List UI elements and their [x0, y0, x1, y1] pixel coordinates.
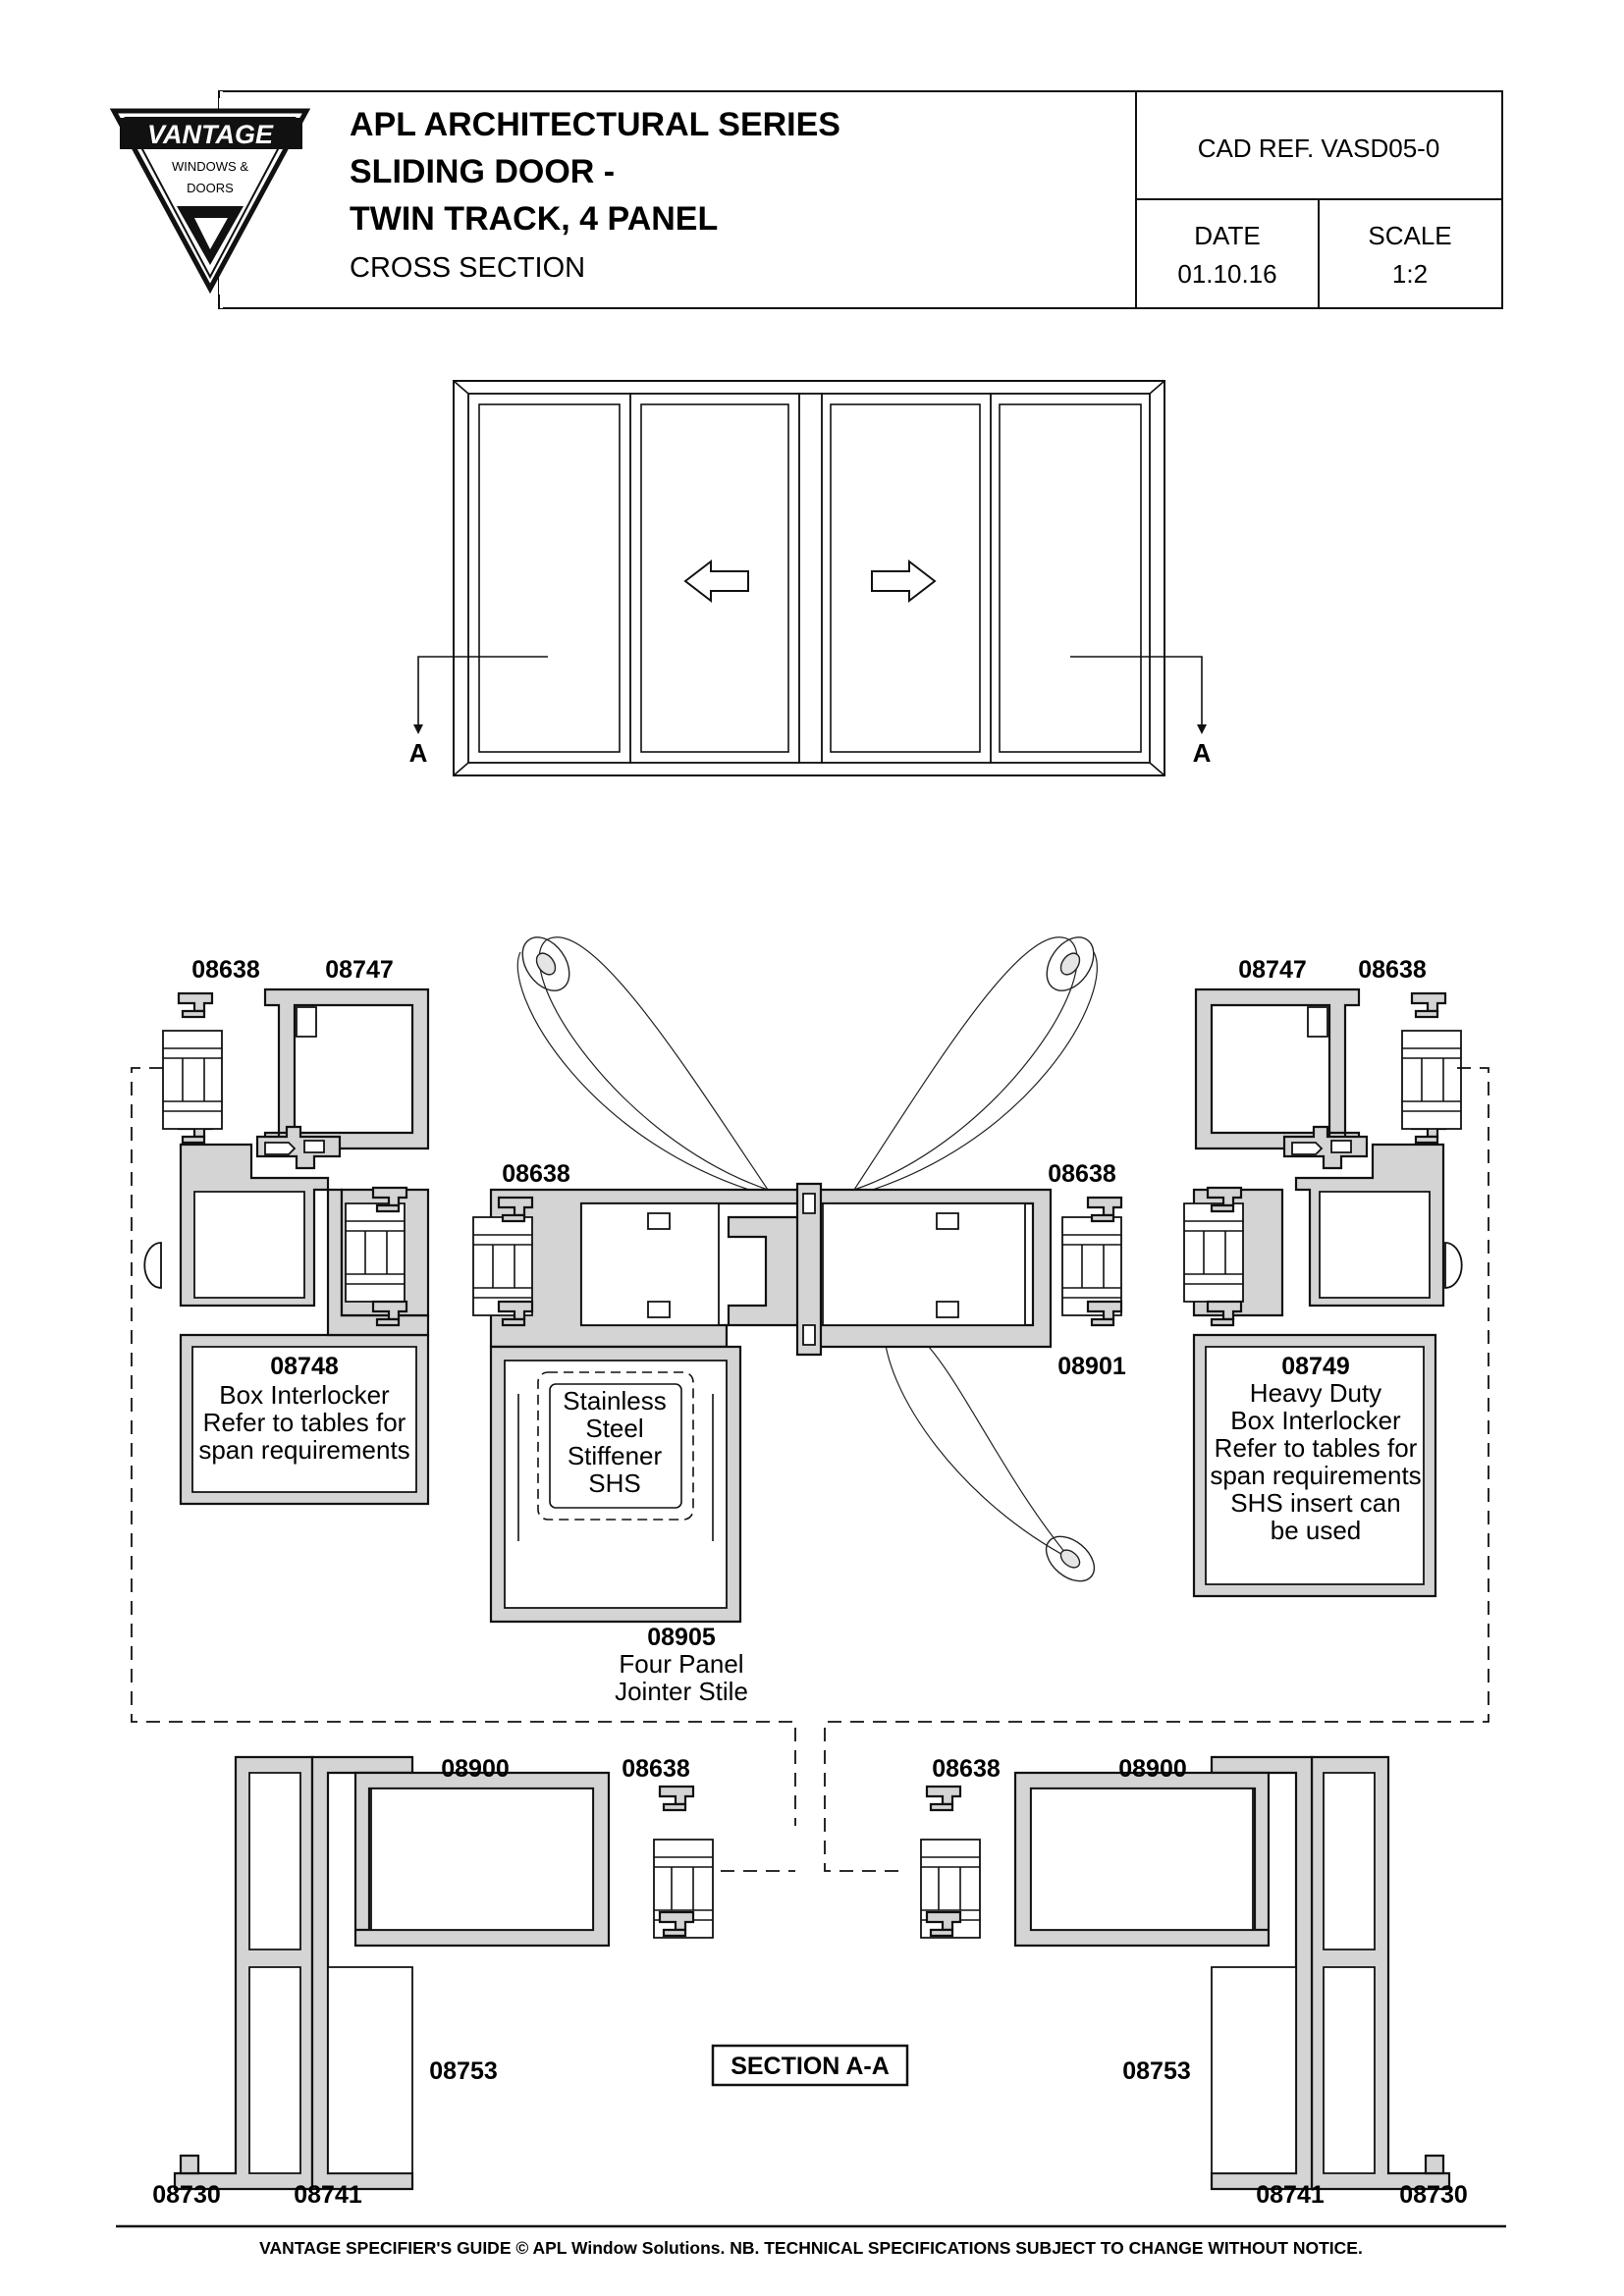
- right-interlocker-assembly: [824, 988, 1489, 1872]
- logo-brand: VANTAGE: [147, 120, 274, 149]
- label-08638-cl: 08638: [502, 1160, 570, 1188]
- note-08748-line-2: Refer to tables for: [203, 1408, 406, 1437]
- scale-value: 1:2: [1392, 259, 1428, 289]
- date-value: 01.10.16: [1177, 259, 1276, 289]
- label-08900-r: 08900: [1118, 1755, 1187, 1783]
- label-08900-l: 08900: [441, 1755, 510, 1783]
- label-08905: 08905: [647, 1624, 716, 1651]
- title-subtitle: CROSS SECTION: [350, 252, 585, 284]
- label-08753-l: 08753: [429, 2057, 498, 2085]
- note-08905: Four Panel Jointer Stile: [615, 1649, 748, 1706]
- label-08748: 08748: [270, 1353, 339, 1380]
- note-08749-line-4: span requirements: [1210, 1461, 1421, 1490]
- label-08901: 08901: [1057, 1353, 1126, 1380]
- logo-sub2: DOORS: [187, 181, 234, 195]
- bottom-right-frame: [920, 1755, 1451, 2191]
- section-marker-left: A: [409, 738, 428, 768]
- section-label: SECTION A-A: [711, 2044, 909, 2087]
- central-jointer-assembly: [472, 1182, 1123, 1624]
- label-08638-cr: 08638: [1048, 1160, 1116, 1188]
- note-stiffener-line-2: Steel: [585, 1414, 643, 1443]
- left-interlocker-assembly: [131, 988, 796, 1826]
- note-08905-line-2: Jointer Stile: [615, 1677, 748, 1706]
- bottom-left-frame: [173, 1755, 795, 2191]
- label-08753-r: 08753: [1122, 2057, 1191, 2085]
- title-line-3: TWIN TRACK, 4 PANEL: [350, 200, 718, 238]
- label-08638-bl: 08638: [622, 1755, 690, 1783]
- scale-label: SCALE: [1368, 221, 1451, 250]
- note-08749-line-5: SHS insert can: [1230, 1488, 1400, 1518]
- note-08749-line-1: Heavy Duty: [1250, 1378, 1381, 1408]
- arrow-left-outline-icon: [683, 559, 749, 604]
- note-stiffener-line-3: Stiffener: [568, 1441, 663, 1470]
- door-elevation: A A: [409, 380, 1212, 776]
- label-08638-tl: 08638: [191, 956, 260, 984]
- date-label: DATE: [1194, 221, 1260, 250]
- note-08748: Box Interlocker Refer to tables for span…: [198, 1380, 409, 1465]
- arrow-right-outline-icon: [871, 559, 937, 604]
- label-08747-tl: 08747: [325, 956, 394, 984]
- note-08748-line-1: Box Interlocker: [219, 1380, 390, 1410]
- logo-sub1: WINDOWS &: [172, 159, 248, 174]
- note-08749-line-3: Refer to tables for: [1215, 1433, 1418, 1463]
- footer-text: VANTAGE SPECIFIER'S GUIDE © APL Window S…: [259, 2238, 1363, 2258]
- title-line-1: APL ARCHITECTURAL SERIES: [350, 106, 840, 143]
- section-marker-right: A: [1193, 738, 1212, 768]
- note-08749: Heavy Duty Box Interlocker Refer to tabl…: [1210, 1378, 1421, 1545]
- label-08747-tr: 08747: [1238, 956, 1307, 984]
- label-08741-l: 08741: [294, 2181, 362, 2209]
- note-stiffener-line-1: Stainless: [563, 1386, 667, 1415]
- title-block: VANTAGE WINDOWS & DOORS APL ARCHITECTURA…: [109, 90, 1503, 309]
- note-08748-line-3: span requirements: [198, 1435, 409, 1465]
- vantage-logo: VANTAGE WINDOWS & DOORS: [109, 108, 311, 294]
- part-labels: 08638 08747 08747 08638 08638 08638 0890…: [152, 956, 1468, 2209]
- label-08730-l: 08730: [152, 2181, 221, 2209]
- label-08741-r: 08741: [1256, 2181, 1325, 2209]
- label-08638-br: 08638: [932, 1755, 1001, 1783]
- cad-ref: CAD REF. VASD05-0: [1198, 133, 1440, 163]
- note-08749-line-6: be used: [1271, 1516, 1362, 1545]
- label-08638-tr: 08638: [1358, 956, 1427, 984]
- label-08730-r: 08730: [1399, 2181, 1468, 2209]
- title-line-2: SLIDING DOOR -: [350, 153, 615, 190]
- footer: VANTAGE SPECIFIER'S GUIDE © APL Window S…: [116, 2224, 1506, 2258]
- label-08749: 08749: [1281, 1353, 1350, 1380]
- note-stiffener: Stainless Steel Stiffener SHS: [563, 1386, 667, 1498]
- note-08905-line-1: Four Panel: [619, 1649, 743, 1679]
- note-08749-line-2: Box Interlocker: [1230, 1406, 1401, 1435]
- note-stiffener-line-4: SHS: [588, 1468, 640, 1498]
- section-label-text: SECTION A-A: [731, 2053, 890, 2080]
